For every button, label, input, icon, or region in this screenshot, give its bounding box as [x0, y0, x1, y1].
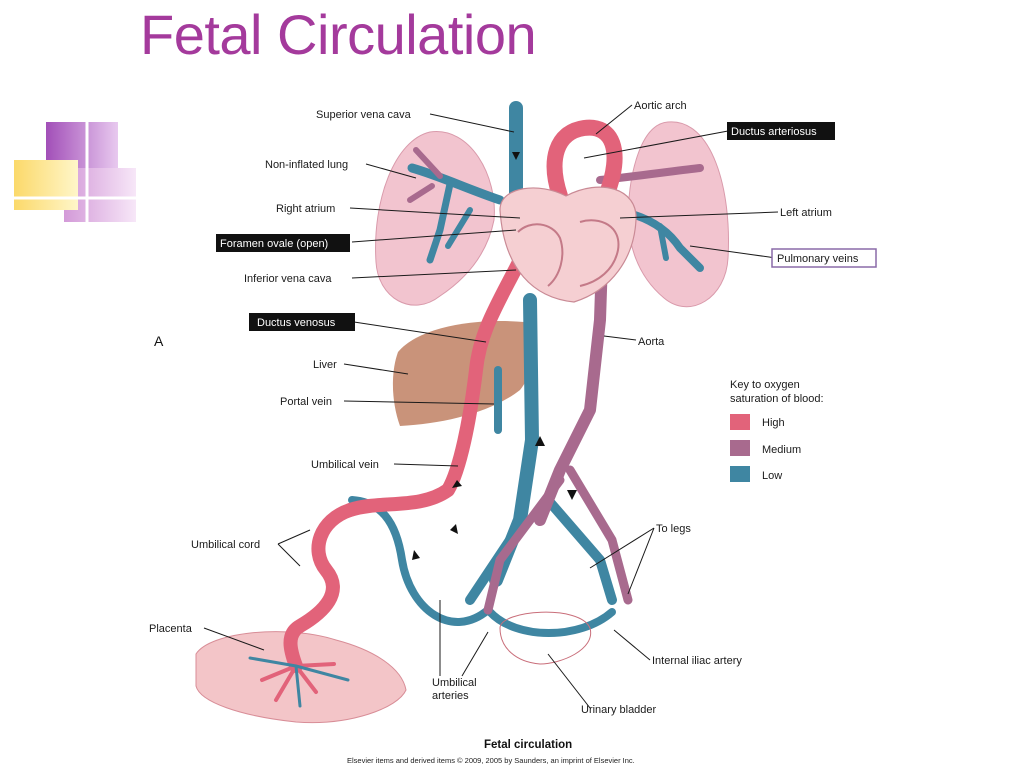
lung-branch-left [407, 147, 443, 203]
left-lung-shape [375, 131, 495, 306]
foramen-ovale-box [216, 234, 350, 252]
ductus-arteriosus-box [727, 122, 835, 140]
pulmonary-artery-left [407, 163, 505, 205]
key-label-high: High [762, 417, 785, 429]
label-left-atrium: Left atrium [780, 207, 832, 219]
label-placenta: Placenta [149, 623, 193, 635]
key-title-line2: saturation of blood: [730, 393, 824, 405]
deco-square-yellow [14, 160, 78, 210]
key-swatch-medium [730, 440, 750, 456]
label-pulmonary-veins: Pulmonary veins [777, 253, 859, 265]
label-umbilical-cord: Umbilical cord [191, 539, 260, 551]
label-umbilical-arteries-line1: Umbilical [432, 677, 477, 689]
label-ductus-arteriosus: Ductus arteriosus [731, 126, 817, 138]
heart-inner-chambers [517, 219, 620, 287]
pulmonary-branch-left-2 [445, 207, 473, 249]
key-label-medium: Medium [762, 444, 801, 456]
flow-arrows [412, 152, 577, 560]
placenta-shape [195, 631, 407, 724]
ductus-venosus-box [249, 313, 355, 331]
label-umbilical-vein: Umbilical vein [311, 459, 379, 471]
flow-arrow-umbilical-vein [452, 480, 462, 488]
label-aorta: Aorta [638, 336, 665, 348]
key-label-low: Low [762, 470, 782, 482]
flow-arrow-svc [512, 152, 520, 160]
flow-arrow-umbilical-artery-1 [450, 524, 458, 534]
oxygen-key: Key to oxygen saturation of blood: High … [730, 379, 824, 482]
key-swatch-high [730, 414, 750, 430]
pulmonary-veins-box [771, 248, 877, 268]
umbilical-cord-vessel [283, 503, 357, 673]
right-iliac-vein [543, 495, 617, 605]
label-right-atrium: Right atrium [276, 203, 335, 215]
placenta-vessels-low [248, 656, 350, 708]
pulmonary-branch-left-1 [426, 180, 454, 264]
umbilical-artery-right [486, 608, 616, 637]
figure-credit: Elsevier items and derived items © 2009,… [347, 756, 635, 765]
figure-caption: Fetal circulation [484, 739, 572, 751]
urinary-bladder-shape [499, 611, 592, 665]
label-foramen-ovale: Foramen ovale (open) [220, 238, 328, 250]
umbilical-vein-vessel [343, 253, 527, 517]
label-ductus-venosus: Ductus venosus [257, 317, 336, 329]
iliac-artery-right [565, 465, 633, 605]
key-swatch-low [730, 466, 750, 482]
label-to-legs: To legs [656, 523, 691, 535]
decorative-squares [10, 108, 150, 228]
panel-letter: A [154, 333, 164, 349]
aortic-arch-vessel [546, 119, 623, 204]
heart-shape [499, 186, 637, 303]
flow-arrow-umbilical-artery-2 [412, 550, 420, 560]
label-umbilical-arteries-line2: arteries [432, 690, 469, 702]
label-non-inflated-lung: Non-inflated lung [265, 159, 348, 171]
flow-arrow-aorta [567, 490, 577, 500]
label-urinary-bladder: Urinary bladder [581, 704, 657, 716]
label-aortic-arch: Aortic arch [634, 100, 687, 112]
pulmonary-branch-right-1 [657, 223, 669, 261]
slide-title: Fetal Circulation [140, 3, 537, 66]
label-superior-vena-cava: Superior vena cava [316, 109, 412, 121]
key-title-line1: Key to oxygen [730, 379, 800, 391]
label-portal-vein: Portal vein [280, 396, 332, 408]
liver-shape [392, 321, 534, 426]
label-inferior-vena-cava: Inferior vena cava [244, 273, 332, 285]
flow-arrow-ivc [535, 436, 545, 446]
placenta-vessels-high [260, 662, 336, 702]
label-internal-iliac-artery: Internal iliac artery [652, 655, 742, 667]
label-liver: Liver [313, 359, 337, 371]
iliac-artery-left [483, 475, 565, 615]
leader-lines [203, 104, 779, 709]
